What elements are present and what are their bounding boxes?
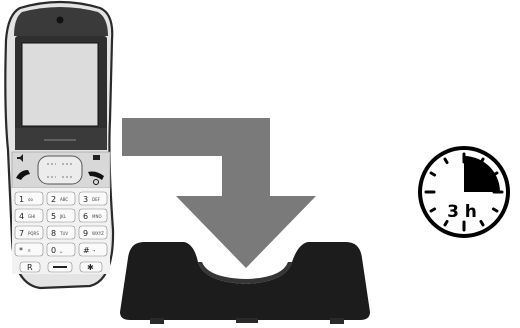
timer-tick [431, 209, 434, 211]
keypad-key-letters: MNO [92, 214, 102, 219]
keypad-key-letters: TUV [59, 231, 68, 236]
menu-key-icon[interactable] [93, 155, 100, 160]
keypad-key-letters: DEF [92, 197, 101, 202]
keypad-key-letters: GHI [28, 214, 35, 219]
timer-tick [493, 209, 496, 211]
handset-screen [22, 43, 98, 126]
keypad-key-letters: ABC [60, 197, 68, 202]
control-pad[interactable] [38, 156, 82, 184]
keypad-key-letters: WXYZ [92, 231, 104, 236]
keypad-key-letters: JKL [59, 214, 67, 219]
charger-foot-right [330, 318, 344, 324]
softkey-bar [15, 128, 107, 150]
keypad-key-digit: 6 [83, 212, 88, 221]
keypad-key-digit: 8 [51, 229, 56, 238]
timer-tick [431, 173, 434, 175]
charger-foot-left [150, 318, 164, 324]
key-star-func-icon: ✱ [87, 263, 94, 272]
keypad-key-letters: oo [28, 197, 33, 202]
keypad-key-digit: # [83, 246, 90, 255]
keypad-key-digit: 4 [19, 212, 24, 221]
clock-timer-icon: 3 h [420, 148, 508, 236]
keypad-key-digit: 3 [83, 195, 88, 204]
timer-label: 3 h [447, 202, 477, 222]
keypad-key-letters: PQRS [28, 231, 39, 236]
charger-foot-center [236, 318, 258, 323]
keypad-key-digit: 5 [51, 212, 56, 221]
key-r-label: R [27, 263, 33, 272]
timer-tick [493, 173, 496, 175]
keypad-key-digit: 1 [19, 195, 24, 204]
keypad-key-digit: * [19, 246, 23, 255]
keypad-key-digit: 7 [19, 229, 24, 238]
keypad-key-digit: 2 [51, 195, 56, 204]
keypad-key-digit: 0 [51, 246, 56, 255]
timer-tick [481, 159, 483, 162]
timer-tick [481, 221, 483, 224]
timer-tick [445, 159, 447, 162]
keypad-key-digit: 9 [83, 229, 88, 238]
earpiece-icon [57, 17, 64, 24]
